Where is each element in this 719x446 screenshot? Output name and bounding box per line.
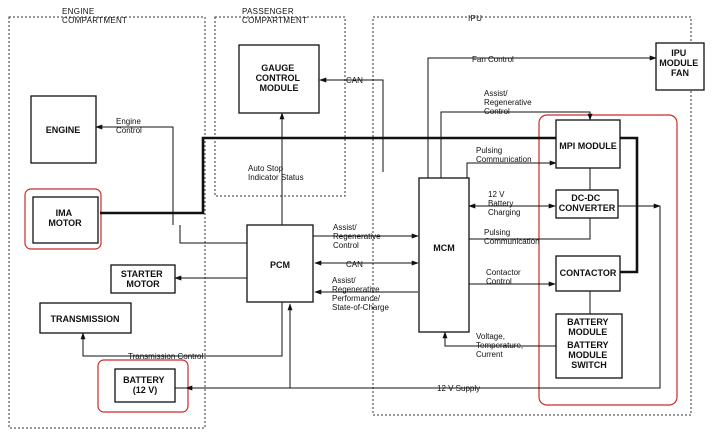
engine-box xyxy=(30,95,97,164)
engine-control-label: Engine Control xyxy=(116,117,143,135)
fan-control-label: Fan Control xyxy=(472,55,514,64)
engine-label: ENGINE xyxy=(46,125,81,135)
passenger-compartment-region xyxy=(214,16,346,197)
transmission-label: TRANSMISSION xyxy=(50,314,119,324)
contactor-control-label: Contactor Control xyxy=(486,268,523,286)
gauge-control-module-box xyxy=(238,44,320,114)
dc-dc-converter-box xyxy=(555,189,619,219)
ima-motor-label: IMA MOTOR xyxy=(48,208,82,228)
passenger-compartment-label: PASSENGER COMPARTMENT xyxy=(242,7,307,25)
pcm-box xyxy=(246,224,314,303)
transmission-control-label: Transmission Control xyxy=(128,352,204,361)
starter-motor-label: STARTER MOTOR xyxy=(121,269,165,289)
high-voltage-bus xyxy=(100,136,560,215)
battery-module-label: BATTERY MODULE BATTERY MODULE SWITCH xyxy=(567,317,611,370)
transmission-control-line xyxy=(80,302,283,357)
transmission-box xyxy=(39,302,132,334)
contactor-bus xyxy=(620,136,639,274)
assist-regen-ipu-label: Assist/ Regenerative Control xyxy=(484,89,534,116)
contactor-box xyxy=(555,255,621,292)
pcm-to-ima-line xyxy=(179,225,247,244)
assist-regen-ipu-line xyxy=(440,111,593,178)
engine-control-line xyxy=(95,124,174,225)
starter-motor-box xyxy=(110,264,176,294)
engine-compartment-label: ENGINE COMPARTMENT xyxy=(62,7,127,25)
gauge-control-module-label: GAUGE CONTROL MODULE xyxy=(256,63,303,93)
mcm-box xyxy=(418,177,470,333)
battery-12v-label: BATTERY (12 V) xyxy=(123,375,167,395)
assist-regen-perf-label: Assist/ Regenerative Performance/ State-… xyxy=(332,276,389,312)
ipu-region xyxy=(372,16,692,416)
ipu-module-fan-box xyxy=(655,42,705,91)
ipu-modules-highlight xyxy=(538,114,678,406)
pcm-label: PCM xyxy=(270,260,290,270)
can-pcm-label: CAN xyxy=(346,260,363,269)
ipu-region-label: IPU xyxy=(468,14,482,23)
ipu-module-fan-label: IPU MODULE FAN xyxy=(659,48,701,78)
mpi-module-box xyxy=(555,119,621,169)
contactor-label: CONTACTOR xyxy=(560,268,617,278)
voltage-temp-line xyxy=(442,331,556,347)
pulsing-dcdc-label: Pulsing Communication xyxy=(484,228,540,246)
supply-12v-label: 12 V Supply xyxy=(437,384,480,393)
dc-dc-converter-label: DC-DC CONVERTER xyxy=(559,193,616,213)
battery-charging-label: 12 V Battery Charging xyxy=(488,190,520,217)
can-gauge-label: CAN xyxy=(346,76,363,85)
battery-module-box xyxy=(555,313,623,379)
voltage-temp-label: Voltage, Temperature, Current xyxy=(476,332,525,359)
engine-compartment-region xyxy=(8,16,206,429)
fan-control-line xyxy=(427,55,657,178)
ima-motor-highlight xyxy=(24,188,102,250)
mcm-label: MCM xyxy=(433,243,455,253)
pulsing-mpi-line xyxy=(466,160,557,178)
pulsing-mpi-label: Pulsing Communication xyxy=(476,146,532,164)
ima-motor-box xyxy=(32,196,99,244)
assist-regen-pcm-label: Assist/ Regenerative Control xyxy=(333,223,383,250)
auto-stop-label: Auto Stop Indicator Status xyxy=(248,164,304,182)
can-gauge-line xyxy=(319,77,384,172)
battery-12v-box xyxy=(114,368,176,403)
mpi-module-label: MPI MODULE xyxy=(559,141,617,151)
battery-to-pcm-line xyxy=(175,303,293,389)
pulsing-dcdc-line xyxy=(469,218,591,240)
